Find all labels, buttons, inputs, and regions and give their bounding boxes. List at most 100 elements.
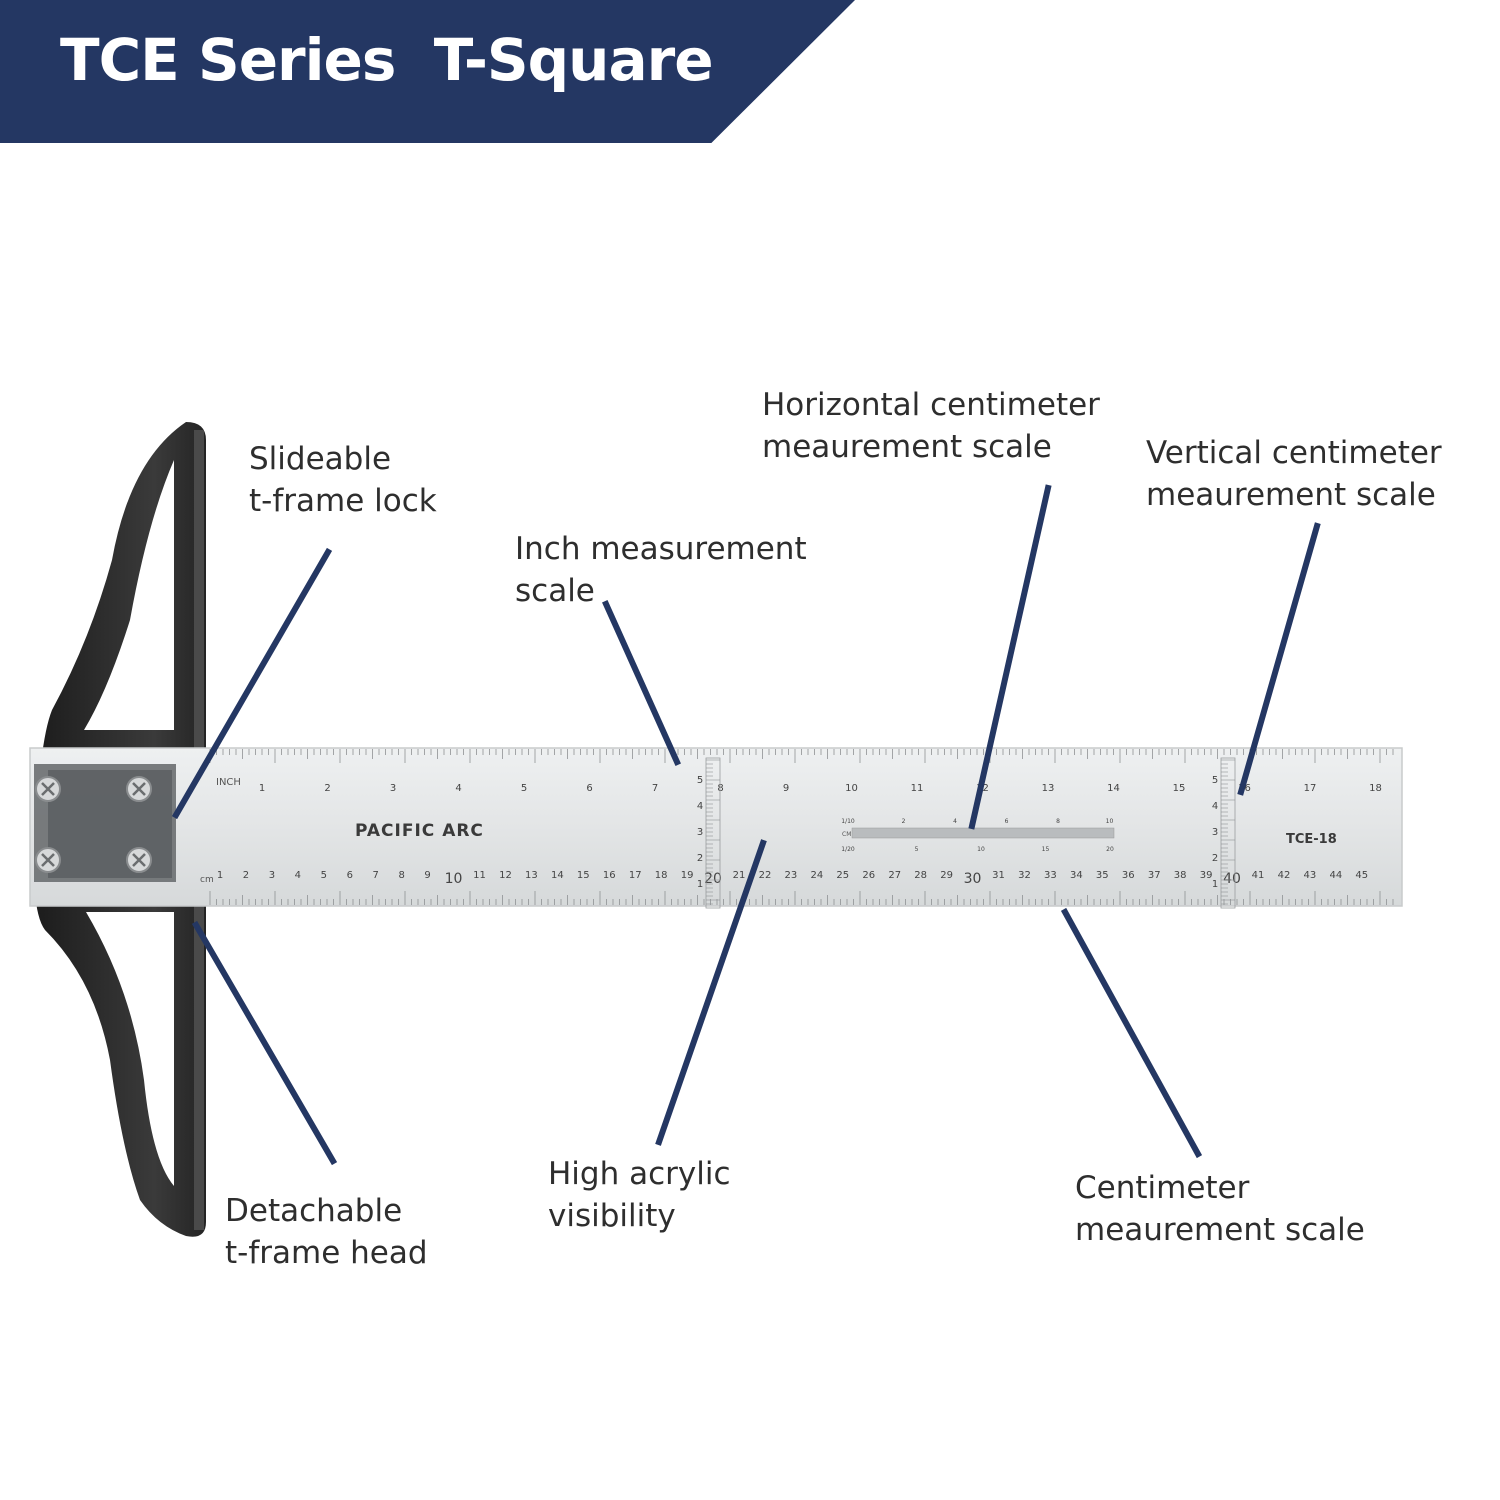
cm-tick-label: 41	[1252, 870, 1265, 881]
tframe-lock-plate	[34, 764, 176, 882]
hscale-bottom-label: 5	[915, 846, 919, 853]
cm-tick-label: 8	[398, 870, 404, 881]
inch-tick-label: 11	[911, 783, 924, 794]
tframe-head-slot-lower	[86, 912, 174, 1186]
callout-tframe-lock: Slideable t-frame lock	[249, 438, 437, 522]
cm-tick-label: 26	[862, 870, 875, 881]
cm-tick-label: 16	[603, 870, 616, 881]
cm-tick-label: 5	[321, 870, 327, 881]
cm-tick-label: 36	[1122, 870, 1135, 881]
cm-tick-label: 42	[1278, 870, 1291, 881]
cm-tick-label: 6	[347, 870, 353, 881]
vertical-tick-label: 5	[697, 775, 703, 786]
hscale-top-label: 4	[953, 818, 957, 825]
vertical-tick-label: 3	[697, 827, 703, 838]
cm-tick-label: 34	[1070, 870, 1083, 881]
inch-tick-label: 5	[521, 783, 527, 794]
vertical-scale-frame	[1220, 757, 1236, 909]
callout-tframe-head-line1: Detachable	[225, 1193, 403, 1229]
leader-line-horizontal	[968, 484, 1052, 830]
leader-line-lock	[171, 547, 333, 820]
inch-tick-label: 6	[586, 783, 592, 794]
leader-line-head	[191, 920, 338, 1166]
cm-tick-label: 9	[424, 870, 430, 881]
callout-acrylic-line2: visibility	[548, 1198, 676, 1234]
inch-tick-label: 9	[783, 783, 789, 794]
inch-tick-label: 10	[845, 783, 858, 794]
ruler-brand: PACIFIC ARC	[355, 821, 484, 841]
ruler-model: TCE-18	[1286, 832, 1337, 847]
cm-tick-label: 45	[1355, 870, 1368, 881]
hscale-top-label: 2	[902, 818, 906, 825]
cm-tick-label: 37	[1148, 870, 1161, 881]
cm-tick-label: 38	[1174, 870, 1187, 881]
leader-line-vertical	[1237, 522, 1321, 796]
cm-tick-label: 33	[1044, 870, 1057, 881]
screw-icon	[35, 776, 61, 802]
callout-inch-scale-line1: Inch measurement	[515, 531, 807, 567]
inch-tick-label: 3	[390, 783, 396, 794]
vertical-scale-frame	[705, 757, 721, 909]
hscale-top-label: 10	[1106, 818, 1114, 825]
vertical-tick-label: 1	[697, 879, 703, 890]
screw-icon	[126, 776, 152, 802]
callout-cm-scale-line1: Centimeter	[1075, 1170, 1250, 1206]
hscale-bottom-label: 10	[977, 846, 985, 853]
hscale-bottom-label: 20	[1106, 846, 1114, 853]
cm-tick-label: 11	[473, 870, 486, 881]
hscale-top-label: 1/10	[841, 818, 855, 825]
callout-horizontal-scale-line1: Horizontal centimeter	[762, 387, 1100, 423]
cm-tick-label: 4	[295, 870, 301, 881]
ruler-blade	[29, 747, 1403, 907]
hscale-top-label: 8	[1056, 818, 1060, 825]
callout-vertical-scale-line2: meaurement scale	[1146, 477, 1436, 513]
cm-tick-label: 23	[785, 870, 798, 881]
inch-tick-label: 18	[1369, 783, 1382, 794]
cm-tick-label: 12	[499, 870, 512, 881]
callout-vertical-scale-line1: Vertical centimeter	[1146, 435, 1442, 471]
cm-tick-label: 22	[759, 870, 772, 881]
page-title: TCE Series T-Square	[60, 26, 714, 94]
callout-tframe-lock-line2: t-frame lock	[249, 483, 437, 519]
cm-tick-label: 2	[243, 870, 249, 881]
ruler-inch-label: INCH	[216, 777, 241, 788]
cm-tick-label: 27	[888, 870, 901, 881]
cm-tick-label: 15	[577, 870, 590, 881]
cm-tick-label: 7	[373, 870, 379, 881]
callout-tframe-head: Detachable t-frame head	[225, 1190, 428, 1274]
vertical-tick-label: 2	[697, 853, 703, 864]
vertical-tick-label: 3	[1212, 827, 1218, 838]
inch-tick-label: 15	[1173, 783, 1186, 794]
callout-horizontal-scale: Horizontal centimeter meaurement scale	[762, 384, 1100, 468]
vertical-tick-label: 5	[1212, 775, 1218, 786]
cm-tick-label: 3	[269, 870, 275, 881]
hscale-bottom-label: 15	[1042, 846, 1050, 853]
callout-acrylic: High acrylic visibility	[548, 1153, 731, 1237]
cm-tick-label: 24	[810, 870, 823, 881]
callout-cm-scale-line2: meaurement scale	[1075, 1212, 1365, 1248]
cm-tick-label: 28	[914, 870, 927, 881]
callout-inch-scale-line2: scale	[515, 573, 595, 609]
ruler-body	[30, 748, 1402, 906]
cm-tick-label: 14	[551, 870, 564, 881]
ruler-tick-marks	[209, 749, 1394, 905]
cm-tick-label: 31	[992, 870, 1005, 881]
callout-tframe-head-line2: t-frame head	[225, 1235, 428, 1271]
cm-tick-label: 32	[1018, 870, 1031, 881]
cm-tick-label: 13	[525, 870, 538, 881]
ruler-outline	[29, 747, 1403, 907]
cm-tick-label: 30	[964, 871, 982, 887]
tframe-head-slot-upper	[84, 460, 174, 730]
cm-tick-label: 18	[655, 870, 668, 881]
leader-line-acrylic	[655, 839, 767, 1146]
inch-tick-label: 4	[455, 783, 461, 794]
cm-tick-label: 35	[1096, 870, 1109, 881]
cm-tick-label: 25	[836, 870, 849, 881]
cm-tick-label: 44	[1329, 870, 1342, 881]
cm-tick-label: 20	[704, 871, 722, 887]
